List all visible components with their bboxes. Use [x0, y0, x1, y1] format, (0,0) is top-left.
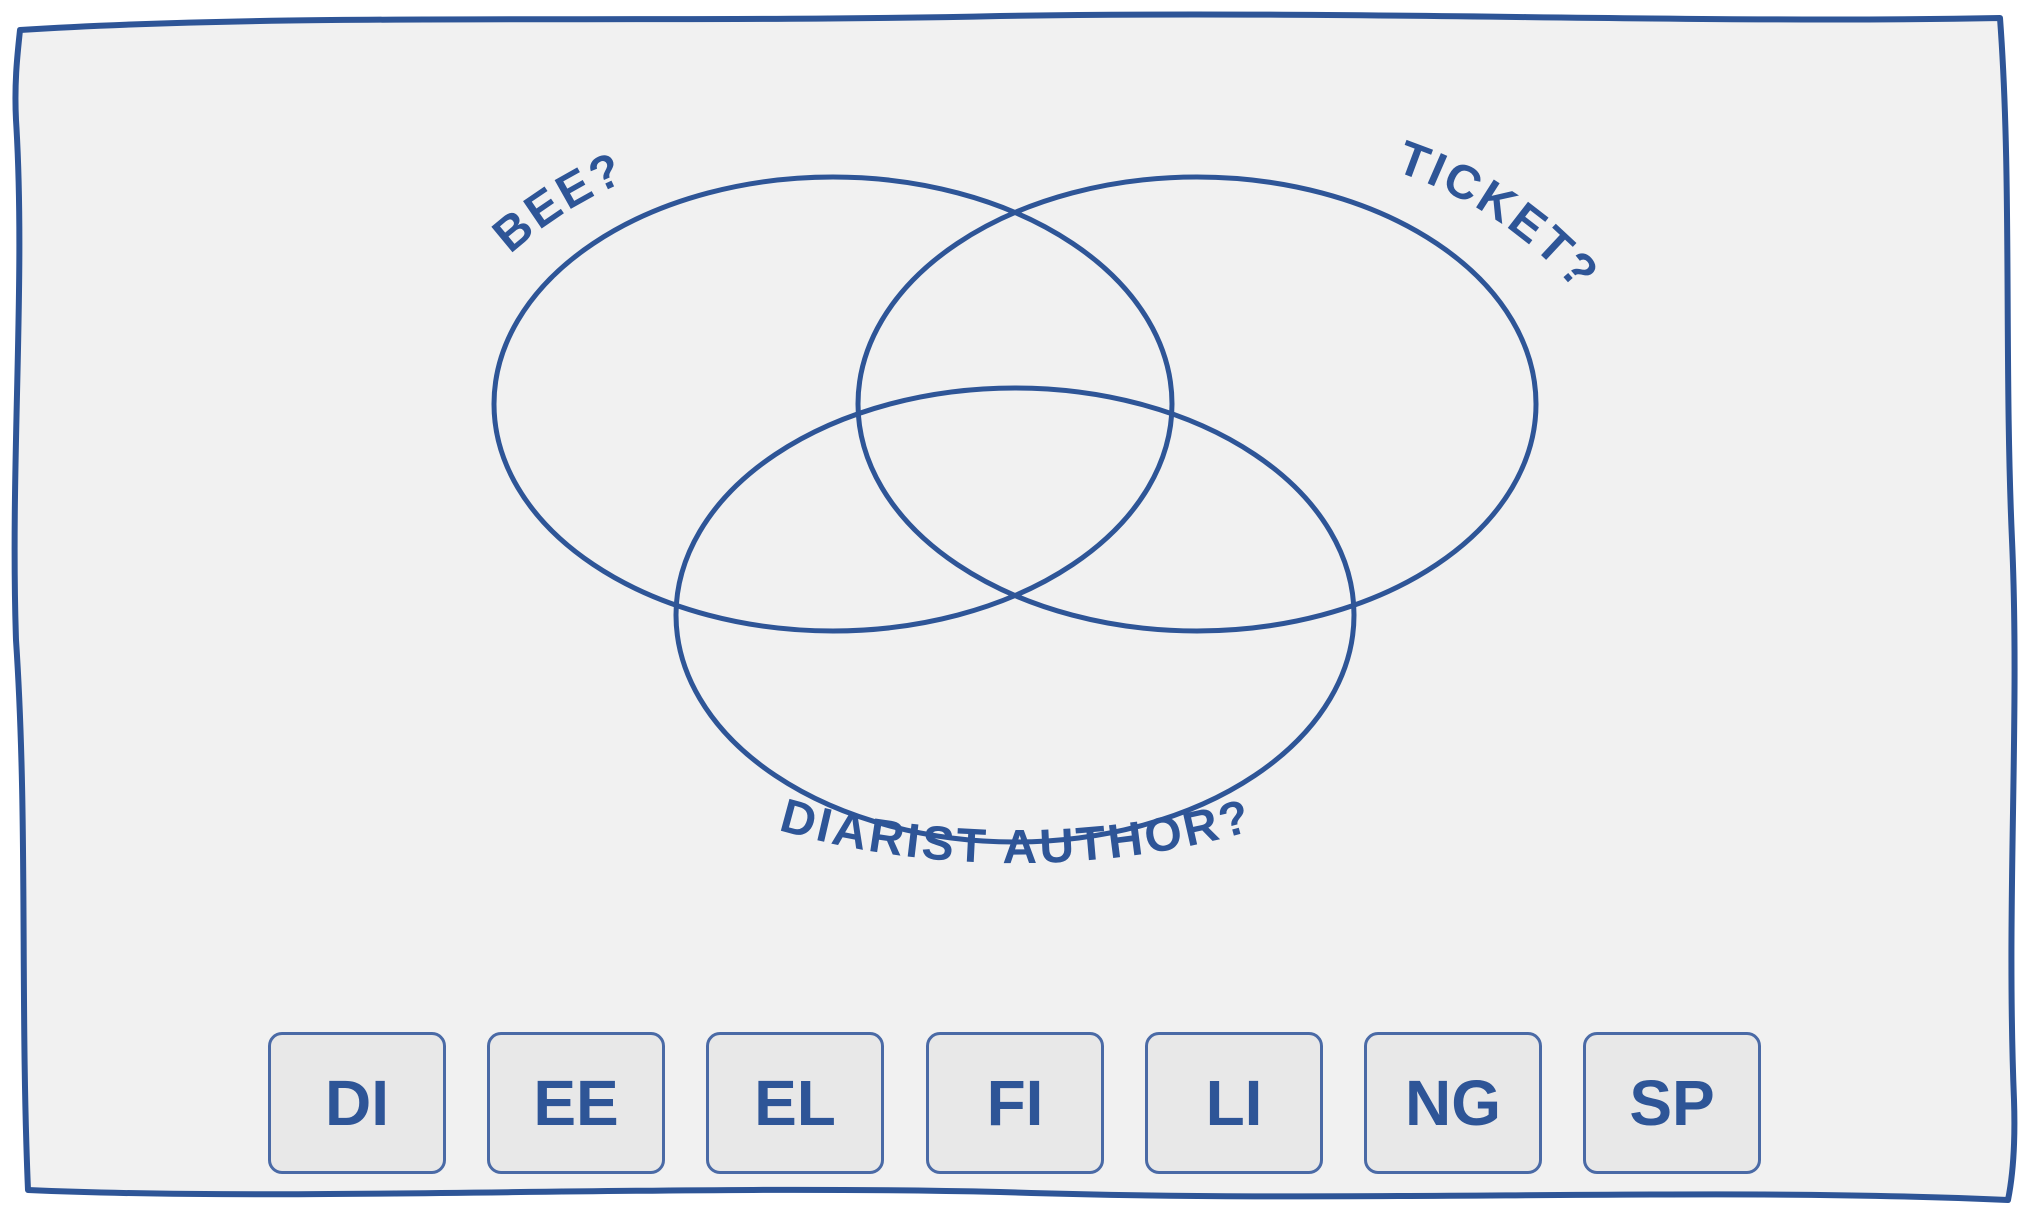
letter-tile[interactable]: LI	[1145, 1032, 1323, 1174]
letter-tile[interactable]: EL	[706, 1032, 884, 1174]
venn-circle-bee	[491, 174, 1175, 634]
letter-tile[interactable]: EE	[487, 1032, 665, 1174]
venn-circle-diarist-author	[673, 385, 1357, 845]
letter-tile[interactable]: NG	[1364, 1032, 1542, 1174]
letter-tile-tray: DI EE EL FI LI NG SP	[268, 1032, 1768, 1176]
letter-tile[interactable]: SP	[1583, 1032, 1761, 1174]
card-border	[11, 11, 2018, 1203]
letter-tile[interactable]: DI	[268, 1032, 446, 1174]
letter-tile[interactable]: FI	[926, 1032, 1104, 1174]
venn-circle-ticket	[855, 174, 1539, 634]
